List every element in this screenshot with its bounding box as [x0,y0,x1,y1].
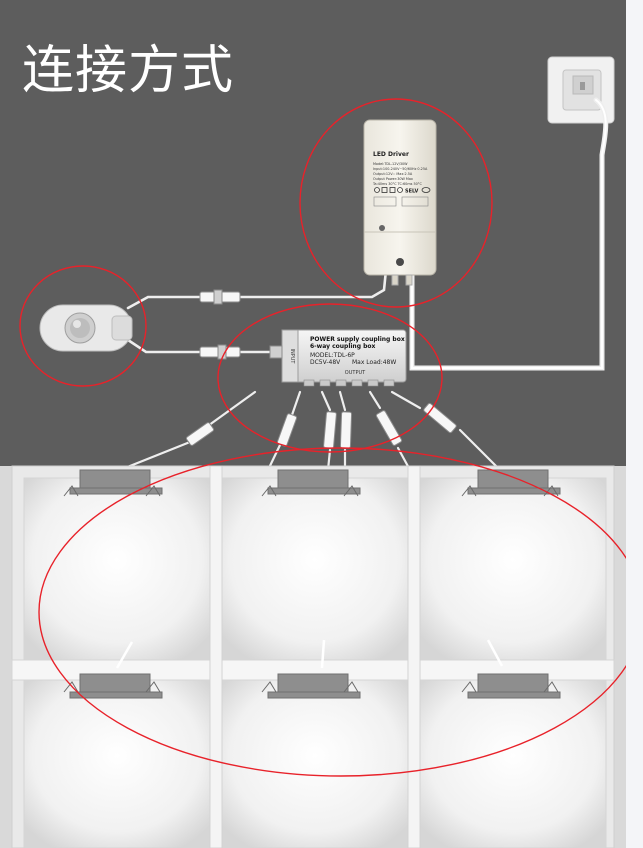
cabinet-lights [63,469,561,699]
cabinet-cell-bottom-middle [221,679,409,848]
page-title: 连接方式 [22,41,235,101]
highlight-driver [299,98,493,308]
highlight-sensor [19,265,147,387]
light-reflections [115,639,504,669]
highlight-circles [19,98,643,777]
driver-spec-line-2: Input:100-240V~50/60Hz 0.25A [373,167,428,171]
highlight-coupling-box [217,303,443,453]
light-bottom-left [63,673,163,699]
cabinet-cell-top-right [419,477,607,661]
cables [118,97,609,472]
cabinet-cell-top-left [23,477,211,661]
cable-connectors [185,289,457,449]
input-label: INPUT [289,349,295,365]
driver-spec-line-5: Ta:40ms 30°C TC:60ms 50°C [372,182,422,186]
driver-spec-line-3: Output:12V⎓ Max:2.5A [373,172,413,176]
driver-spec-line-4: Output Power:30W Max [373,177,413,181]
wall-socket [547,56,615,124]
light-bottom-right [461,673,561,699]
output-ports [303,379,395,387]
light-bottom-middle [261,673,361,699]
light-top-middle [261,469,361,497]
coupling-model: MODEL:TDL-6P [310,352,355,359]
right-scroll-strip [626,0,643,848]
coupling-max-load: Max Load:48W [352,359,396,366]
coupling-box: INPUT POWER supply coupling box 6-way co… [269,329,407,387]
certification-icons: SELV [374,187,431,195]
cabinet-cell-bottom-left [23,679,211,848]
driver-heading: LED Driver [373,151,409,158]
coupling-voltage: DC5V-48V [310,359,341,366]
coupling-line-2: 6-way coupling box [310,343,376,350]
cabinet-cell-top-middle [221,477,409,661]
cabinet-cell-bottom-right [419,679,607,848]
coupling-line-1: POWER supply coupling box [310,336,405,343]
cabinet [0,465,626,848]
driver-spec-line-1: Model:TDL-12V/30W [373,162,408,166]
motion-sensor [39,304,133,352]
selv-mark: SELV [405,189,419,195]
light-top-left [63,469,163,497]
led-driver: LED Driver Model:TDL-12V/30W Input:100-2… [363,119,437,286]
output-label: OUTPUT [345,370,366,376]
highlight-cabinet-lights [38,447,643,777]
